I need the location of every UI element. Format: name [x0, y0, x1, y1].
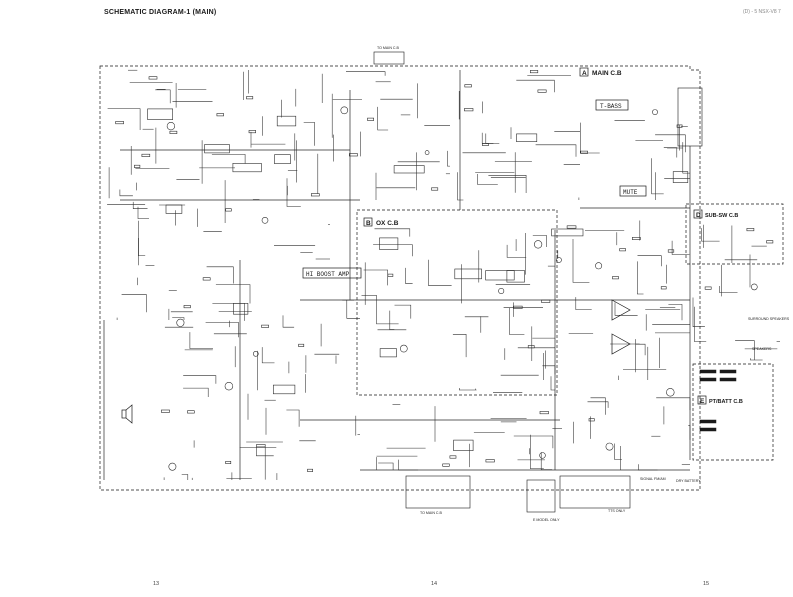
board-name-main: MAIN C.B	[592, 70, 622, 77]
board-outlines	[99, 51, 784, 513]
note-to-main-bottom: TO MAIN C.B	[420, 511, 443, 515]
page-number-center: 14	[431, 581, 438, 587]
note-e-model-only: E MODEL ONLY	[533, 518, 560, 522]
speaker-icon	[121, 404, 133, 424]
note-tts-only: TTS ONLY	[608, 509, 626, 513]
svg-text:T-BASS: T-BASS	[600, 103, 622, 110]
board-name-sub-sw: SUB-SW C.B	[705, 213, 738, 219]
op-amp-symbols	[611, 299, 631, 355]
board-name-ox: OX C.B	[376, 220, 399, 227]
board-label-main: A MAIN C.B	[579, 67, 622, 77]
board-label-pt-batt: E PT/BATT C.B	[697, 395, 743, 405]
board-label-ox: B OX C.B	[363, 217, 399, 227]
block-mute: MUTE	[619, 185, 647, 197]
note-to-main-top: TO MAIN C.B	[377, 46, 400, 50]
board-label-sub-sw: D SUB-SW C.B	[693, 209, 738, 219]
speakers-label: SPEAKERS	[752, 347, 772, 351]
page-number-right: 15	[703, 581, 710, 587]
note-dry-battery: DRY BATTERY	[676, 479, 701, 483]
svg-text:HI BOOST AMP: HI BOOST AMP	[306, 271, 350, 278]
board-letter-main: A	[582, 70, 587, 77]
circuit-components	[115, 70, 774, 472]
note-signal: SIGNAL FM/AM	[640, 477, 666, 481]
circuit-traces	[103, 69, 780, 480]
page-title: SCHEMATIC DIAGRAM-1 (MAIN)	[104, 9, 217, 16]
svg-text:MUTE: MUTE	[623, 189, 638, 196]
page-number-left: 13	[153, 581, 160, 587]
board-letter-pt-batt: E	[700, 398, 705, 405]
board-name-pt-batt: PT/BATT C.B	[709, 399, 743, 405]
transformer-icon	[699, 369, 737, 432]
board-letter-ox: B	[366, 220, 371, 227]
surround-speakers-label: SURROUND SPEAKERS	[748, 317, 790, 321]
board-letter-sub-sw: D	[696, 212, 701, 219]
block-t-bass: T-BASS	[595, 99, 629, 111]
header-reference: (D) - 5 NSX-V8 7	[743, 9, 781, 15]
block-hi-boost-amp: HI BOOST AMP	[302, 267, 362, 279]
